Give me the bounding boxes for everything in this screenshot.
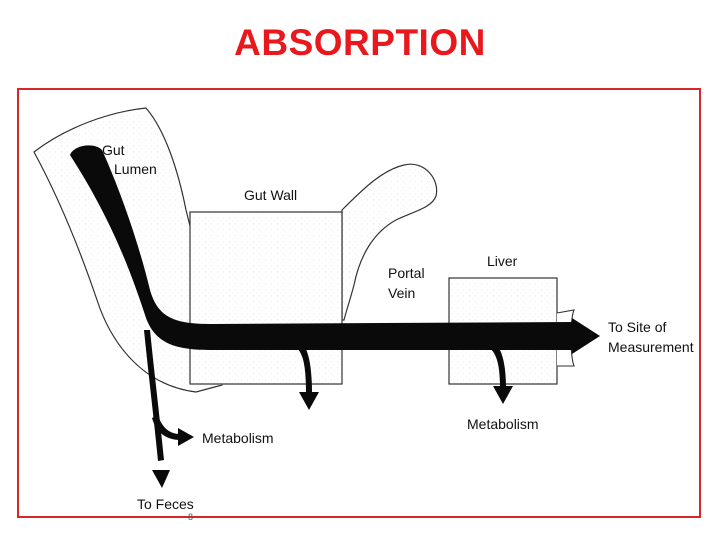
label-to-site-of: To Site of [608,319,666,335]
label-portal: Portal [388,265,425,281]
liver-metabolism-arrow-head [493,386,513,404]
gut-wall-box [190,212,342,384]
label-vein: Vein [388,285,415,301]
label-gut: Gut [102,142,125,158]
label-to-feces: To Feces [137,496,194,512]
site-arrow-head [572,318,600,354]
label-measurement: Measurement [608,339,694,355]
feces-arrow-head [152,470,170,488]
label-gut-wall: Gut Wall [244,187,297,203]
slide-number: 8 [188,512,193,522]
gut-lumen-metabolism-arrow-head [178,428,194,446]
gut-wall-metabolism-arrow-head [299,392,319,410]
label-liver: Liver [487,253,518,269]
label-lumen: Lumen [114,161,157,177]
label-metabolism-liver: Metabolism [467,416,539,432]
label-metabolism-gut-lumen: Metabolism [202,430,274,446]
